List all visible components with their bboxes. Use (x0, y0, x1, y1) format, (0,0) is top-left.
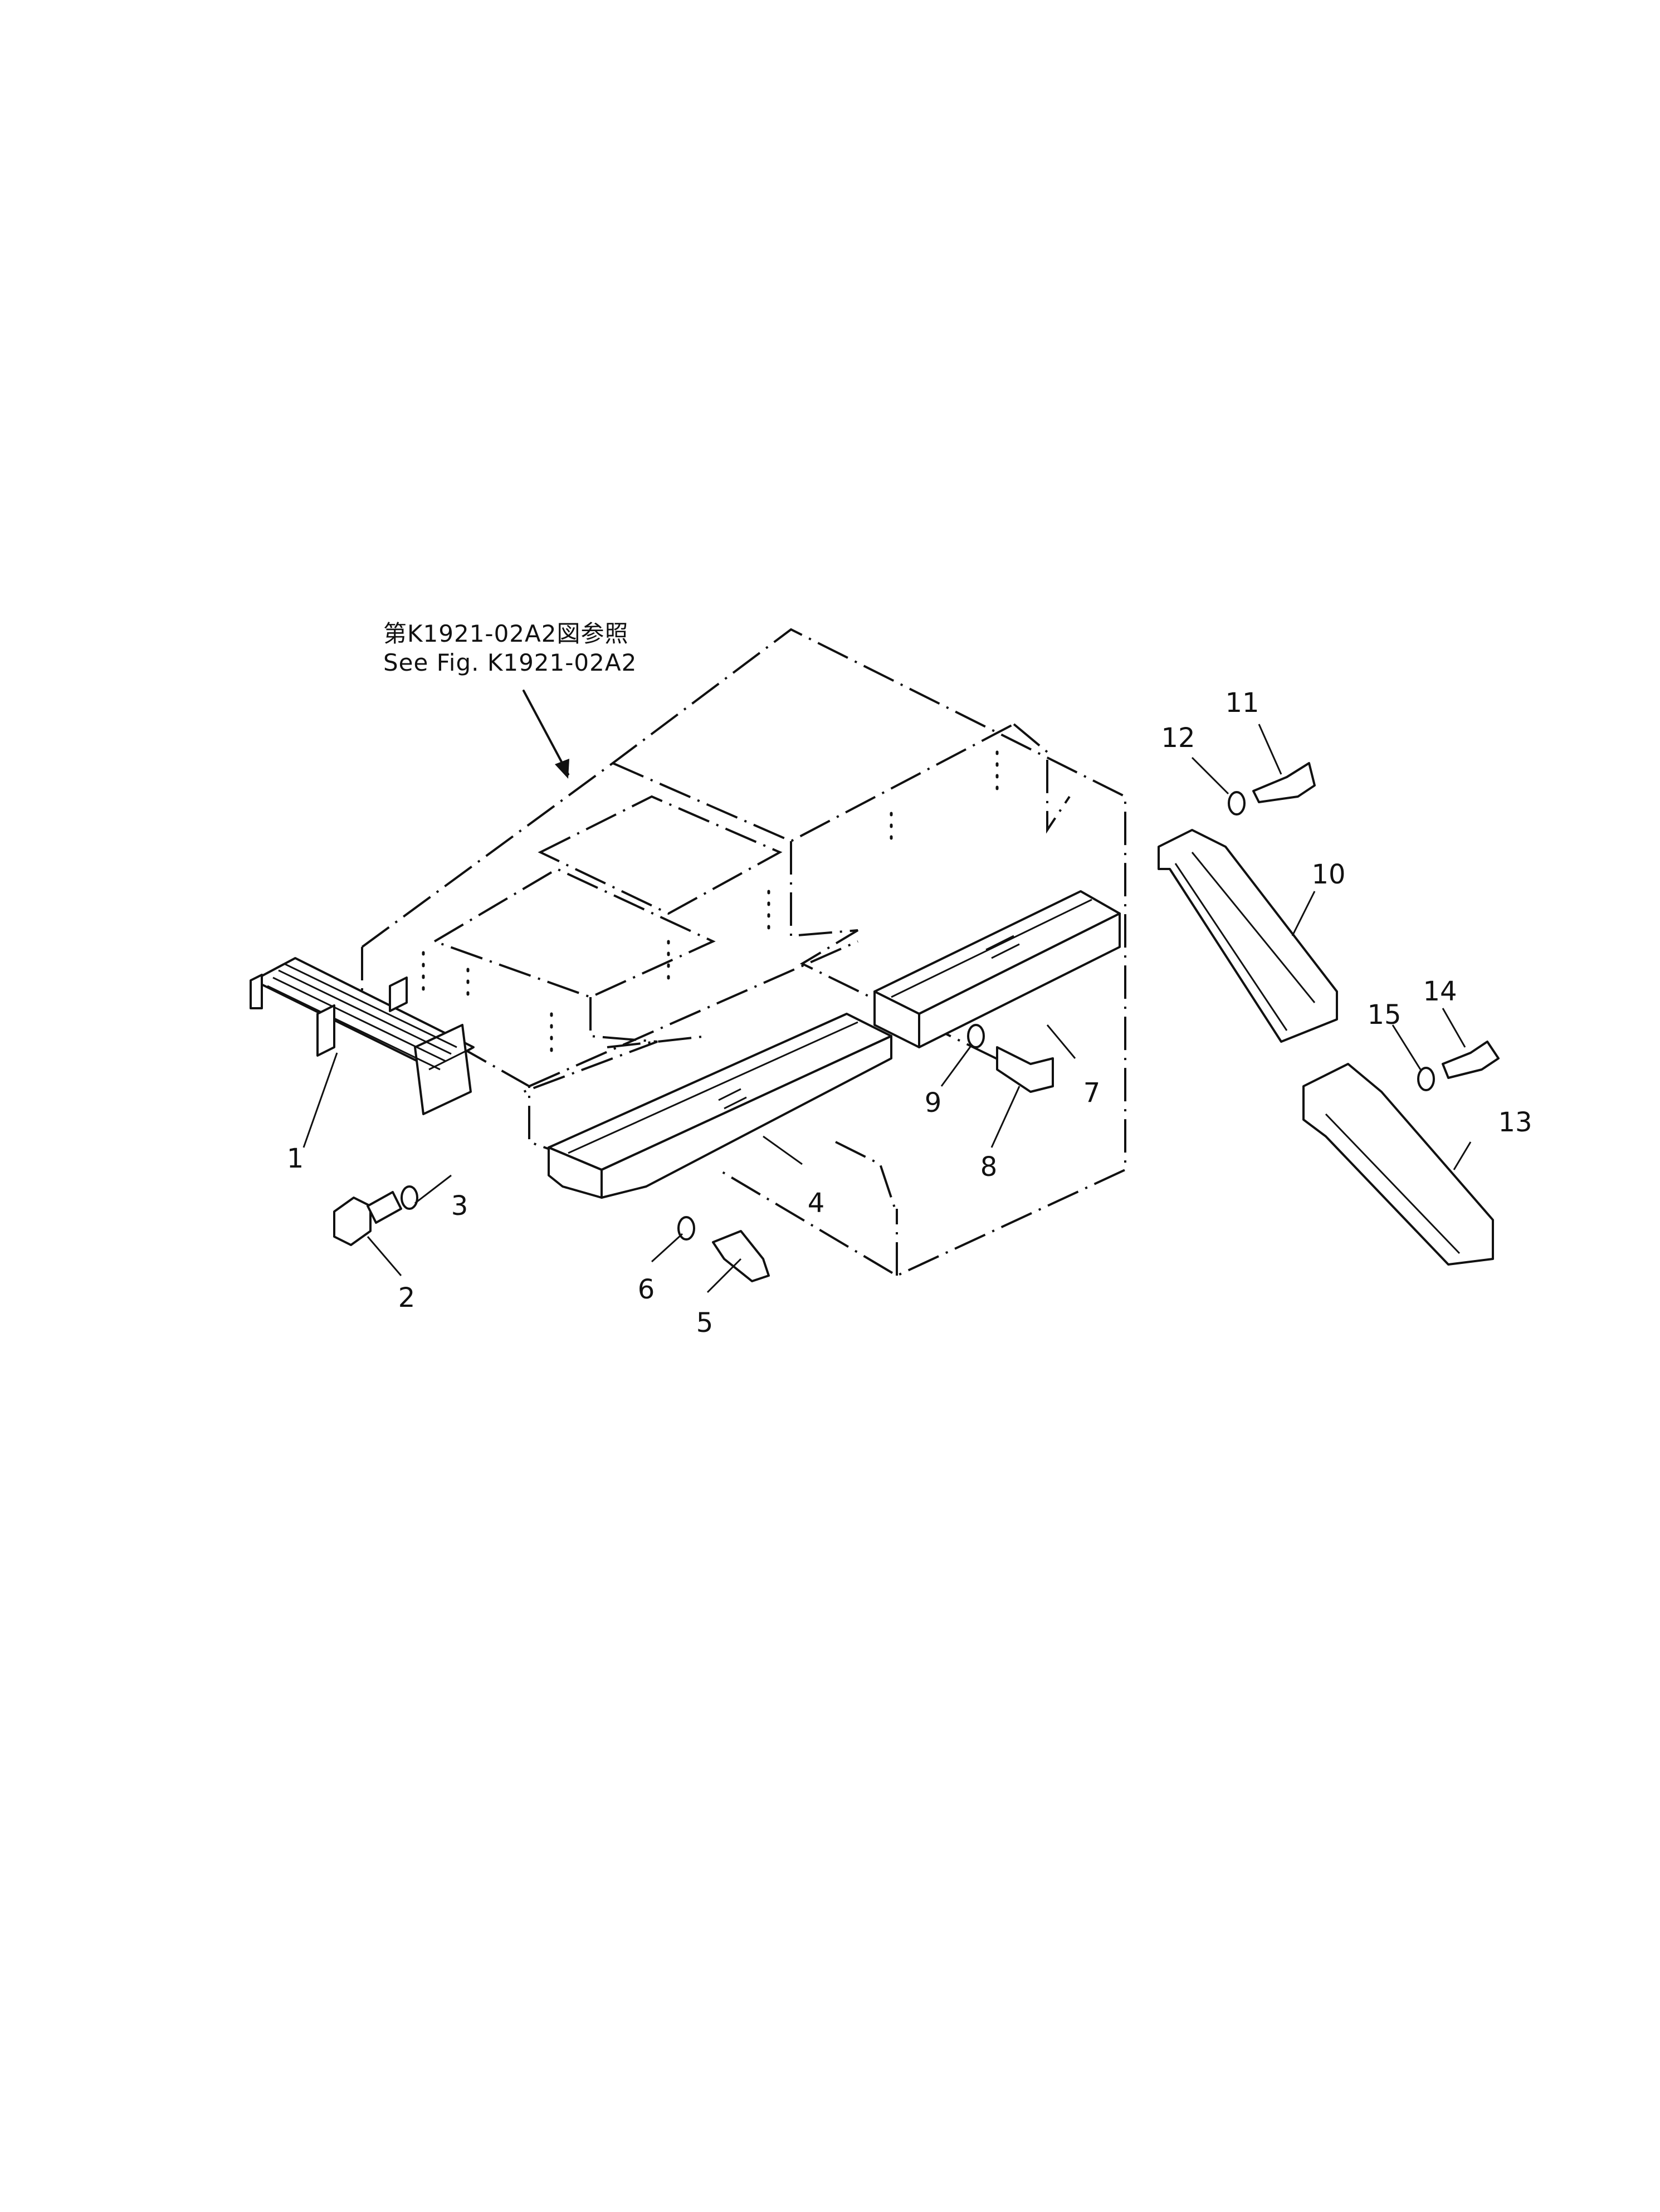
callout-3: 3 (451, 1190, 468, 1222)
callout-4: 4 (807, 1188, 825, 1219)
callout-11: 11 (1225, 687, 1259, 719)
callout-2: 2 (398, 1282, 416, 1313)
part-1-step-ladder (250, 957, 475, 1115)
part-3-washer (401, 1185, 418, 1210)
reference-arrow (523, 690, 569, 779)
reference-note-jp: 第K1921-02A2図参照 (383, 620, 629, 647)
part-2-bolt (333, 1191, 402, 1246)
callout-5: 5 (696, 1307, 714, 1339)
part-10-bracket (1158, 829, 1338, 1043)
callout-6: 6 (637, 1274, 655, 1305)
callout-12: 12 (1161, 722, 1195, 754)
part-9-washer (967, 1024, 985, 1048)
part-4-step (548, 1013, 892, 1199)
callout-15: 15 (1367, 999, 1402, 1031)
part-7-step (873, 890, 1121, 1048)
part-8-bolt (996, 1046, 1054, 1093)
part-14-bolt (1442, 1041, 1500, 1079)
part-11-bolt (1252, 762, 1316, 803)
reference-note: 第K1921-02A2図参照 See Fig. K1921-02A2 (383, 619, 637, 677)
callout-14: 14 (1423, 976, 1457, 1007)
machine-body-outline (361, 628, 1126, 1277)
callout-13: 13 (1498, 1107, 1532, 1138)
callout-7: 7 (1083, 1077, 1101, 1109)
reference-note-en: See Fig. K1921-02A2 (383, 649, 637, 676)
part-13-bracket (1302, 1063, 1494, 1266)
part-15-washer (1417, 1067, 1435, 1091)
callout-1: 1 (286, 1143, 304, 1174)
callout-9: 9 (924, 1087, 942, 1119)
part-5-bolt (712, 1230, 770, 1282)
callout-8: 8 (980, 1151, 998, 1183)
callout-10: 10 (1311, 859, 1346, 890)
leader-lines (302, 724, 1472, 1293)
part-12-washer (1228, 791, 1246, 816)
